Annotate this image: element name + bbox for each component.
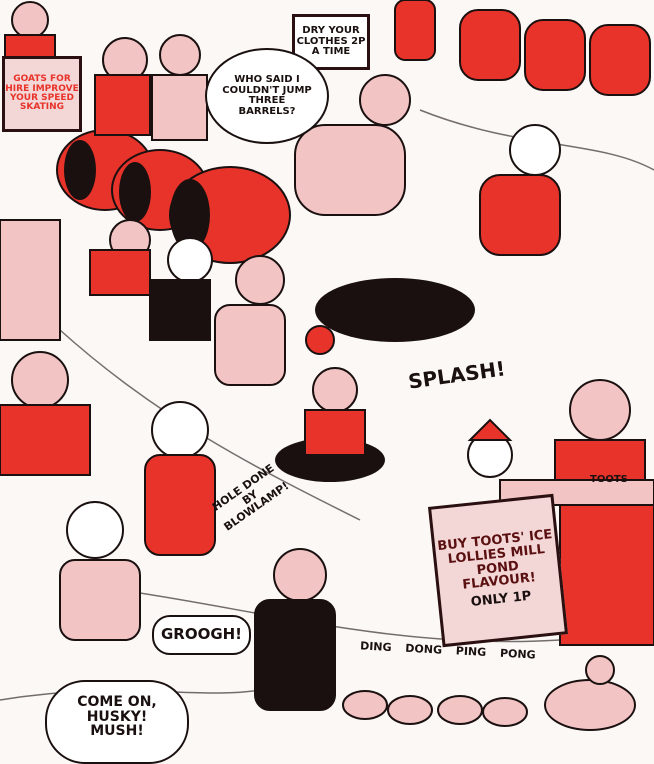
ice-hole-large (315, 278, 475, 342)
comic-scene-art (0, 0, 654, 731)
lollies-price: ONLY 1P (470, 588, 532, 610)
ice-lolly-stand (499, 479, 654, 646)
dry-clothes-text: DRY YOUR CLOTHES 2P A TIME (296, 25, 366, 58)
dry-clothes-sign: DRY YOUR CLOTHES 2P A TIME (292, 14, 370, 70)
speech-bubble-groogh: GROOGH! (152, 615, 251, 655)
goats-sign-text: GOATS FOR HIRE IMPROVE YOUR SPEED SKATIN… (5, 74, 79, 113)
goats-for-hire-sign: GOATS FOR HIRE IMPROVE YOUR SPEED SKATIN… (2, 56, 82, 132)
ducks (342, 655, 636, 731)
three-barrels (56, 129, 291, 264)
toots-jumper-label: TOOTS (590, 474, 628, 485)
net (0, 219, 61, 341)
characters (0, 1, 646, 711)
speech-bubble-husky: COME ON, HUSKY! MUSH! (45, 680, 189, 764)
speech-bubble-barrels: WHO SAID I COULDN'T JUMP THREE BARRELS? (205, 48, 329, 144)
ice-lollies-sign: BUY TOOTS' ICE LOLLIES MILL POND FLAVOUR… (427, 493, 569, 648)
barrels-top-right (394, 0, 651, 96)
lollies-sign-text: BUY TOOTS' ICE LOLLIES MILL POND FLAVOUR… (436, 527, 554, 594)
